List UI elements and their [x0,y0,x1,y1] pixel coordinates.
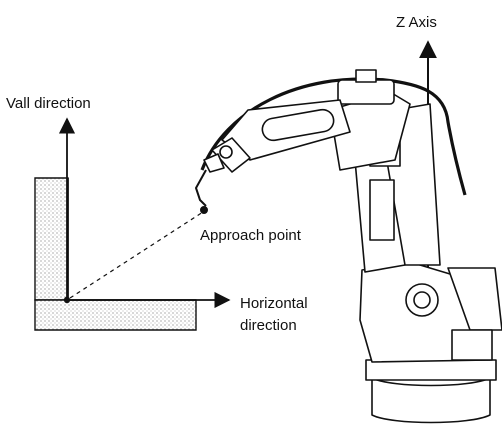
horizontal-direction-label-line1: Horizontal [240,295,308,312]
torch-tip [200,206,209,215]
horizontal-plate [34,299,197,331]
robot-base [371,377,491,424]
z-axis-label: Z Axis [396,14,437,31]
approach-point-label: Approach point [200,227,302,244]
horizontal-direction-label-line2: direction [240,317,297,334]
workpiece [34,177,197,331]
welding-torch [203,153,225,173]
wall-direction-label: Vall direction [6,95,91,112]
approach-path [69,211,204,299]
welding-robot [195,69,502,424]
vertical-plate [34,177,69,301]
